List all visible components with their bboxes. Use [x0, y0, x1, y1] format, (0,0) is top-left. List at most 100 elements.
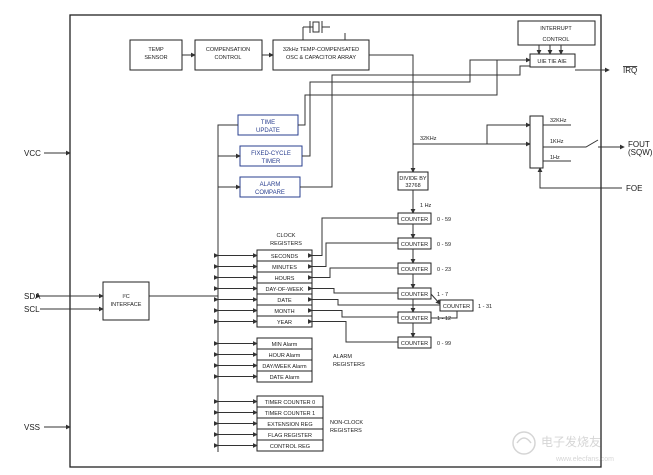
interrupt-label-2: CONTROL: [543, 37, 570, 43]
counter-3: COUNTER 1 - 7: [397, 287, 448, 300]
clock-registers-title-2: REGISTERS: [270, 241, 302, 247]
fixed-cycle-timer-block: FIXED-CYCLE TIMER: [239, 145, 303, 167]
time-update-label-2: UPDATE: [256, 128, 280, 134]
non-clock-register-1: TIMER COUNTER 1: [213, 406, 324, 419]
mux-1hz-label: 1Hz: [550, 155, 560, 161]
divide-by-block: DIVIDE BY 32768: [397, 171, 429, 191]
oscillator-label-2: OSC & CAPACITOR ARRAY: [286, 55, 356, 61]
alarm-register-1: HOUR Alarm: [213, 348, 313, 361]
non-clock-title-1: NON-CLOCK: [330, 420, 363, 426]
counter-label: COUNTER: [401, 217, 428, 223]
watermark-text: 电子发烧友: [541, 434, 601, 449]
interrupt-label-1: INTERRUPT: [540, 26, 572, 32]
fixed-cycle-label-1: FIXED-CYCLE: [251, 151, 291, 157]
oscillator-block: 32kHz TEMP-COMPENSATED OSC & CAPACITOR A…: [272, 39, 370, 71]
time-update-label-1: TIME: [261, 120, 275, 126]
compensation-label-1: COMPENSATION: [206, 47, 250, 53]
temp-sensor-label-1: TEMP: [148, 47, 164, 53]
counter-4: COUNTER 1 - 31: [439, 299, 492, 312]
alarm-compare-block: ALARM COMPARE: [239, 176, 301, 198]
fout-pin-label: FOUT: [628, 140, 650, 149]
counter-label: COUNTER: [401, 292, 428, 298]
clock-register-3: DAY-OF-WEEK: [213, 282, 398, 295]
non-clock-register-0: TIMER COUNTER 0: [213, 395, 324, 408]
non-clock-register-stack: TIMER COUNTER 0 TIMER COUNTER 1EXTENSION …: [213, 395, 324, 452]
alarm-registers-title-1: ALARM: [333, 354, 352, 360]
interrupt-control-block: INTERRUPT CONTROL: [517, 20, 596, 46]
clock-register-label: MONTH: [274, 309, 294, 315]
clock-register-label: MINUTES: [272, 265, 297, 271]
sqw-mux-block: 32KHz 1KHz 1Hz: [529, 115, 571, 169]
chip-outline: [69, 14, 602, 468]
compensation-control-block: COMPENSATION CONTROL: [194, 39, 263, 71]
counter-label: COUNTER: [401, 267, 428, 273]
watermark: 电子发烧友 www.elecfans.com: [512, 431, 614, 463]
non-clock-register-2: EXTENSION REG: [213, 417, 324, 430]
alarm-register-2: DAY/WEEK Alarm: [213, 359, 313, 372]
sqw-pin-label: (SQW): [628, 148, 653, 157]
uie-tie-aie-label: UIE TIE AIE: [537, 59, 567, 65]
counter-label: COUNTER: [401, 242, 428, 248]
non-clock-register-3: FLAG REGISTER: [213, 428, 324, 441]
crystal-icon: [302, 21, 330, 41]
bus-32khz-label: 32KHz: [420, 136, 437, 142]
one-hz-label: 1 Hz: [420, 203, 432, 209]
i2c-label-1: I²C: [122, 294, 129, 300]
alarm-compare-label-1: ALARM: [260, 182, 281, 188]
alarm-register-3: DATE Alarm: [213, 370, 313, 383]
clock-register-0: SECONDS: [213, 217, 398, 262]
non-clock-register-4: CONTROL REG: [213, 439, 324, 452]
non-clock-register-label: CONTROL REG: [270, 444, 310, 450]
foe-pin-label: FOE: [626, 184, 642, 193]
counter-label: COUNTER: [401, 341, 428, 347]
scl-pin-label: SCL: [24, 305, 40, 314]
clock-register-label: HOURS: [275, 276, 295, 282]
clock-register-6: YEAR: [213, 315, 398, 343]
divide-label-2: 32768: [405, 183, 420, 189]
alarm-register-label: DATE Alarm: [270, 375, 300, 381]
temp-sensor-label-2: SENSOR: [144, 55, 167, 61]
time-update-block: TIME UPDATE: [237, 114, 299, 136]
counter-label: COUNTER: [443, 304, 470, 310]
irq-pin-label: IRQ: [623, 66, 637, 75]
uie-tie-aie-block: UIE TIE AIE: [529, 53, 576, 68]
counter-0: COUNTER 0 - 59: [397, 212, 451, 225]
clock-register-5: MONTH: [213, 304, 398, 318]
alarm-register-label: DAY/WEEK Alarm: [262, 364, 307, 370]
alarm-registers-title-2: REGISTERS: [333, 362, 365, 368]
clock-register-1: MINUTES: [213, 242, 398, 273]
counter-range: 0 - 99: [437, 341, 451, 347]
fixed-cycle-label-2: TIMER: [262, 159, 281, 165]
counter-6: COUNTER 0 - 99: [397, 336, 451, 349]
non-clock-register-label: TIMER COUNTER 1: [265, 411, 315, 417]
counter-1: COUNTER 0 - 59: [397, 237, 451, 250]
temp-sensor-block: TEMP SENSOR: [129, 39, 183, 71]
divide-label-1: DIVIDE BY: [399, 176, 427, 182]
compensation-label-2: CONTROL: [215, 55, 242, 61]
clock-register-label: YEAR: [277, 320, 292, 326]
alarm-register-label: MIN Alarm: [272, 342, 298, 348]
non-clock-register-label: FLAG REGISTER: [268, 433, 312, 439]
clock-register-label: DATE: [277, 298, 292, 304]
non-clock-title-2: REGISTERS: [330, 428, 362, 434]
mux-1khz-label: 1KHz: [550, 139, 564, 145]
clock-registers-title-1: CLOCK: [277, 233, 296, 239]
alarm-register-label: HOUR Alarm: [269, 353, 301, 359]
clock-register-stack: SECONDS MINUTES HOURS DAY-OF-WEEK DATE MONTH Y…: [213, 217, 440, 343]
counter-range: 1 - 31: [478, 304, 492, 310]
sda-pin-label: SDA: [24, 292, 41, 301]
counter-range: 0 - 59: [437, 242, 451, 248]
vcc-pin-label: VCC: [24, 149, 41, 158]
clock-register-label: DAY-OF-WEEK: [266, 287, 304, 293]
alarm-compare-label-2: COMPARE: [255, 190, 285, 196]
i2c-label-2: INTERFACE: [111, 302, 142, 308]
non-clock-register-label: TIMER COUNTER 0: [265, 400, 315, 406]
counter-range: 0 - 59: [437, 217, 451, 223]
clock-register-label: SECONDS: [271, 254, 299, 260]
counter-range: 1 - 7: [437, 292, 448, 298]
